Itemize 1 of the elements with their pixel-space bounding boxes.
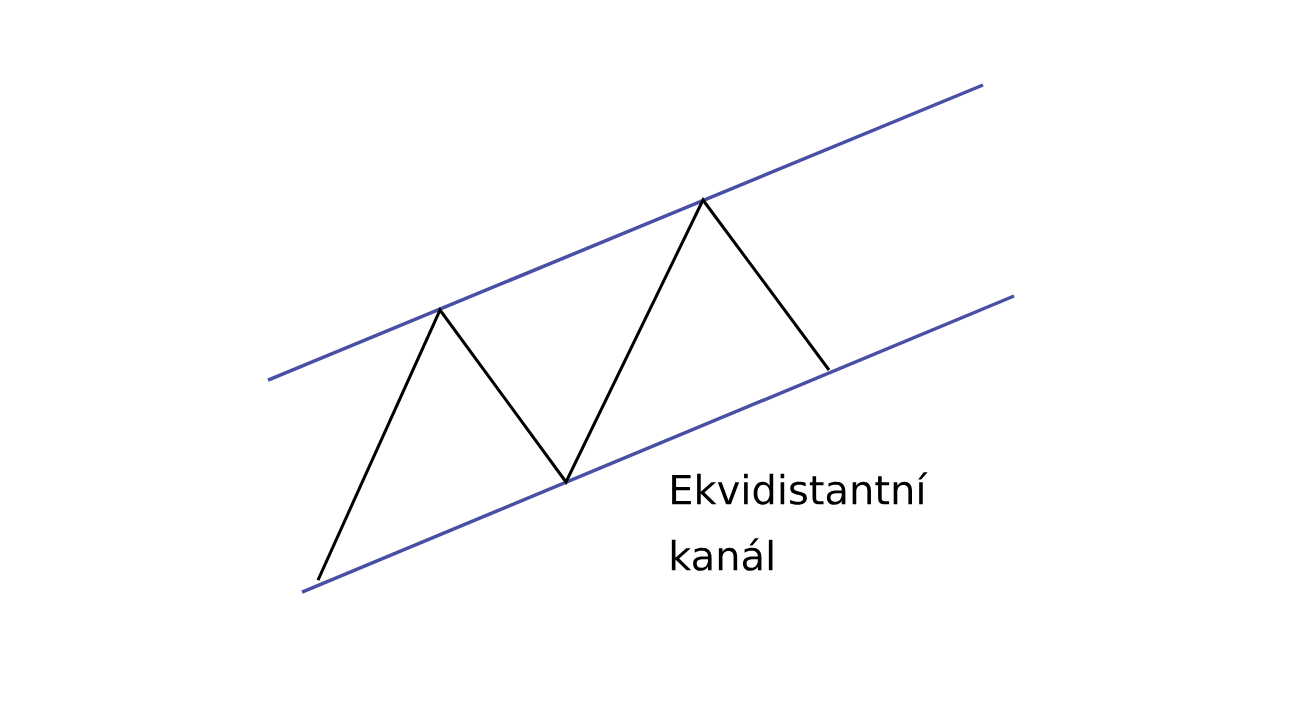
channel-label: Ekvidistantní kanál: [671, 472, 928, 571]
